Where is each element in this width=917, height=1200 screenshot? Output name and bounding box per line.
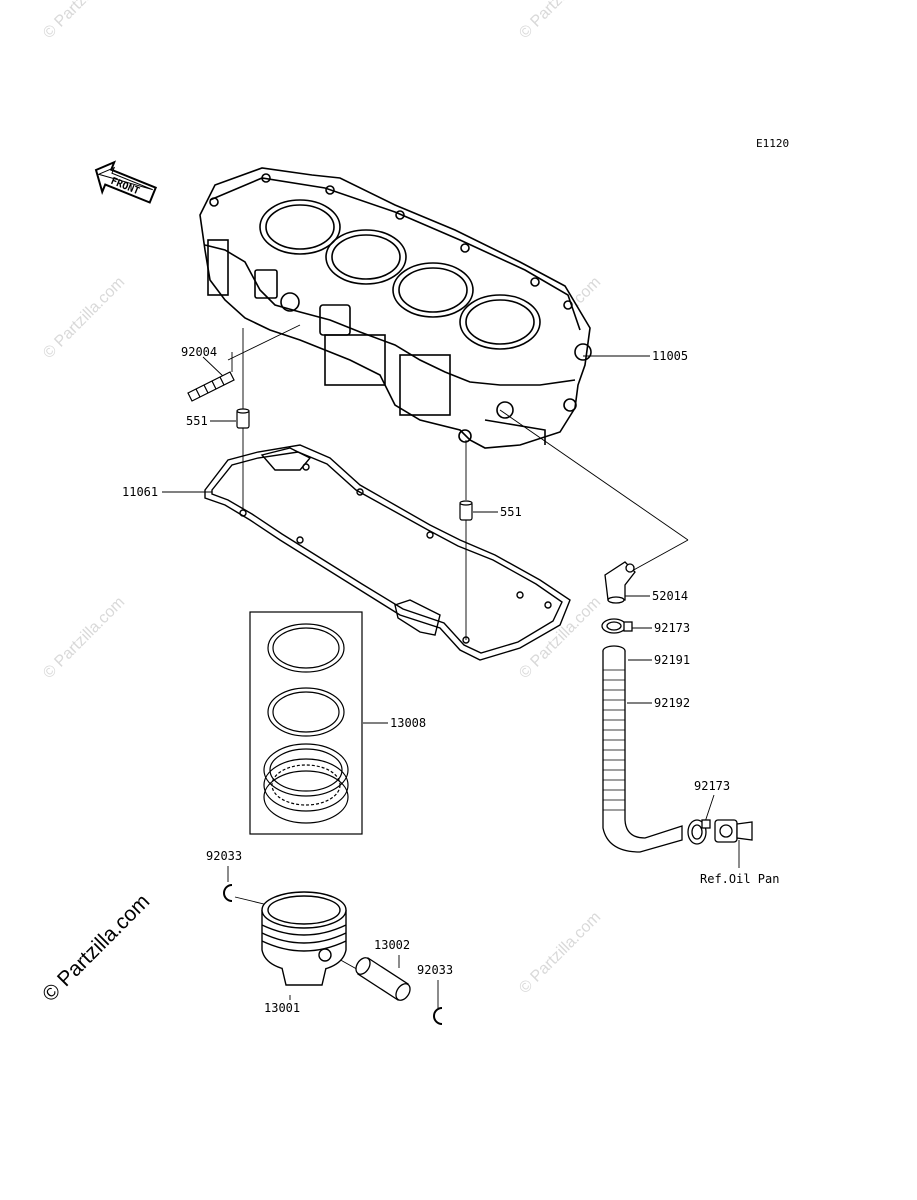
part-label-cylinder-gasket: 11061 [122,485,159,499]
piston [261,891,347,986]
diagram-code: E1120 [756,137,790,150]
part-label-fitting-elbow: 52014 [652,589,689,603]
part-label-piston-pin: 13002 [374,938,411,952]
clamp-lower [687,819,711,845]
circlip-right [433,1007,443,1025]
part-label-clamp: 92173 [654,621,691,635]
front-arrow-icon: FRONT [94,160,158,204]
part-label-circlip: 92033 [417,963,454,977]
cylinder-block [199,167,592,449]
circlip-left [223,884,233,902]
fitting-elbow [604,561,636,604]
dowel-pin-right [459,500,473,521]
part-label-stud: 92004 [181,345,218,359]
piston-pin [355,957,411,1001]
part-label-piston-ring-set: 13008 [390,716,427,730]
part-label-hose-end: 92191 [654,653,691,667]
clamp-upper [601,618,633,634]
stud [187,371,235,402]
part-label-dowel-pin: 551 [186,414,208,428]
oil-hose [602,645,683,853]
oil-pan-fitting [714,819,753,843]
piston-ring-set [249,611,363,835]
part-label-piston: 13001 [264,1001,301,1015]
dowel-pin-left [236,408,250,429]
part-label-oil-hose: 92192 [654,696,691,710]
reference-note: Ref.Oil Pan [700,872,780,886]
cylinder-gasket [204,444,571,661]
part-label-cylinder-block: 11005 [652,349,689,363]
part-label-clamp: 92173 [694,779,731,793]
leader-lines [162,324,740,1008]
part-label-circlip: 92033 [206,849,243,863]
part-label-dowel-pin: 551 [500,505,522,519]
